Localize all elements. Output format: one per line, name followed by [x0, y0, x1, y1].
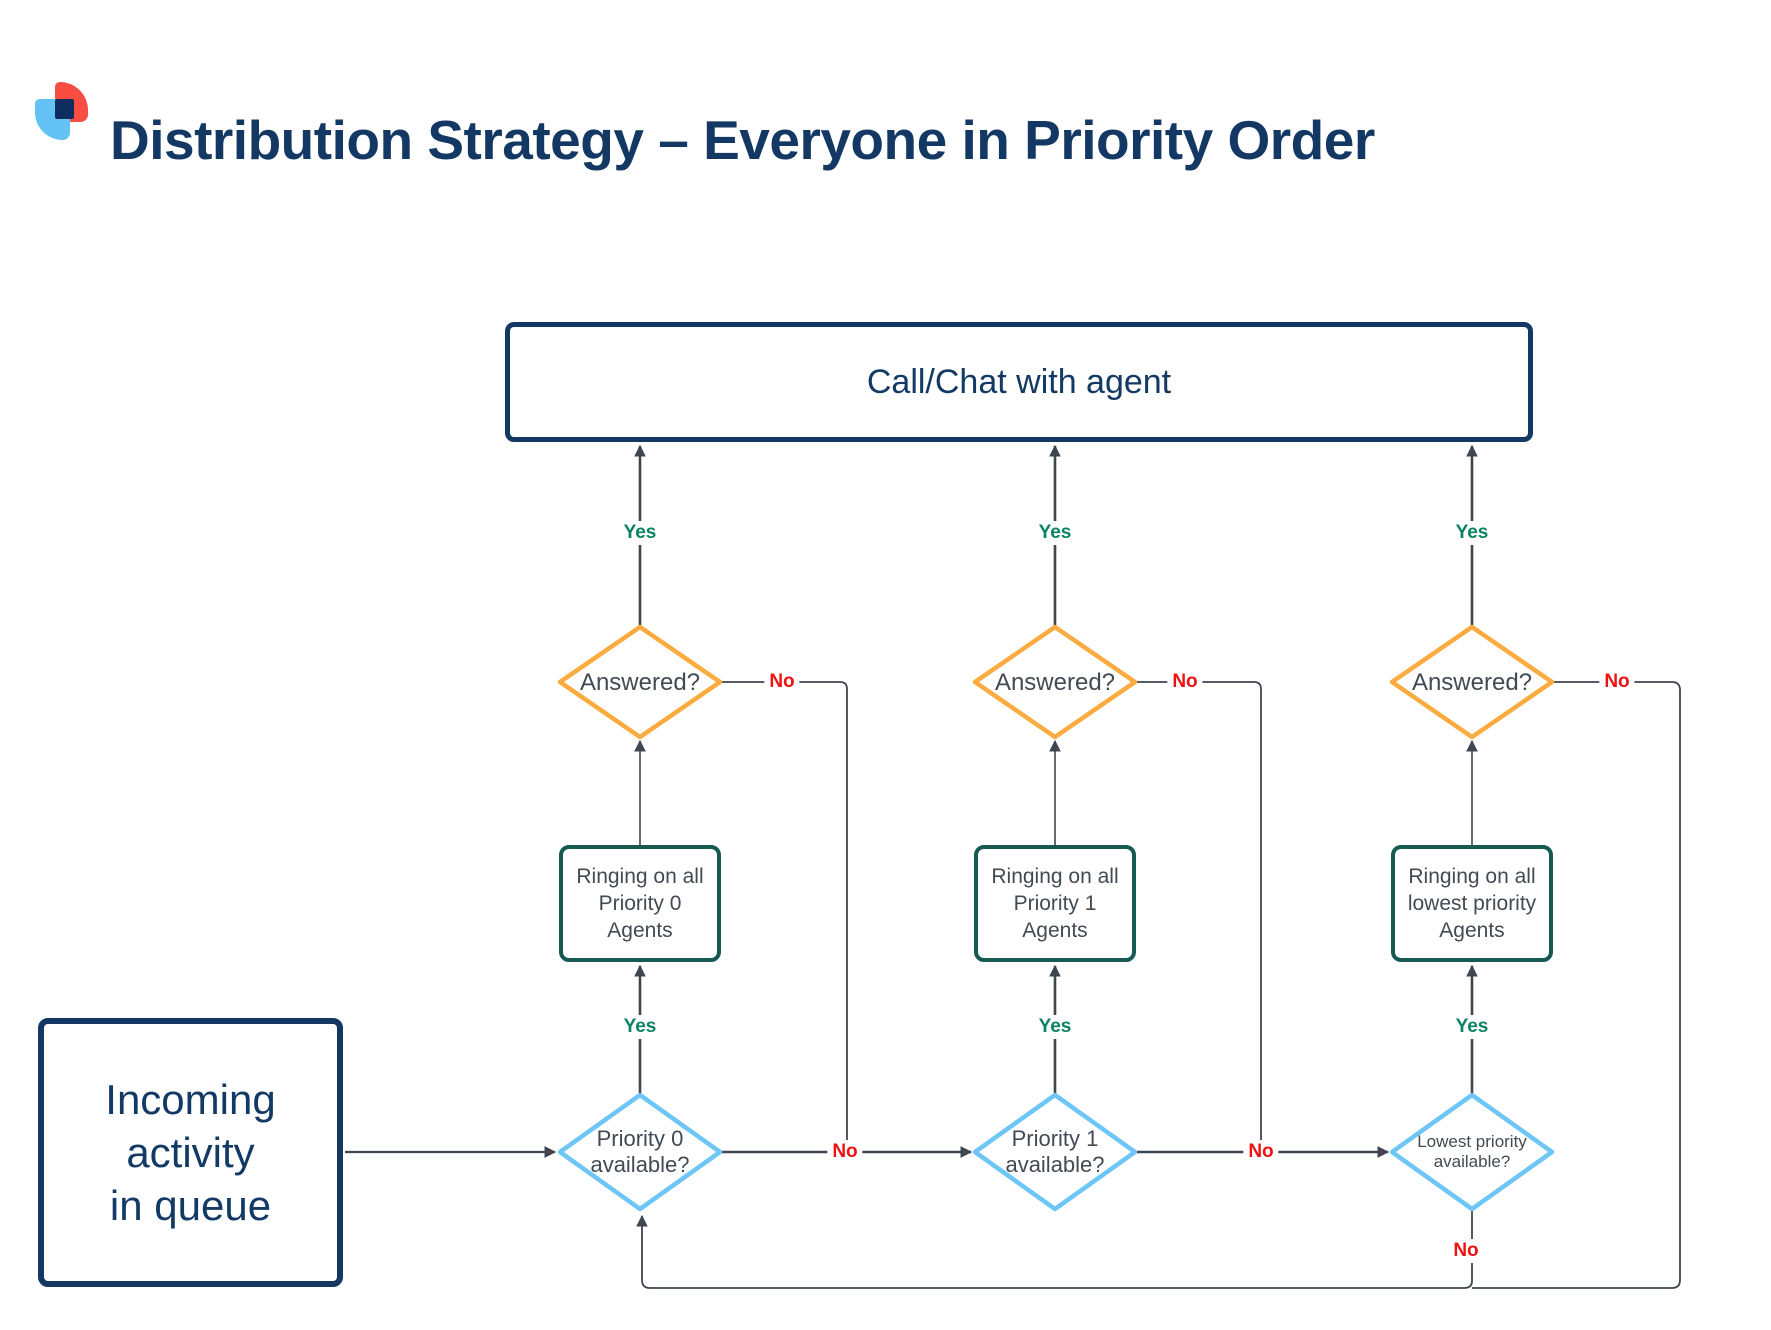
- yes-label-priority1: Yes: [1033, 1015, 1077, 1039]
- edge-answered3-no-down: [1472, 681, 1681, 1289]
- avail-line: priority: [1475, 1132, 1527, 1151]
- answered1-label: Answered?: [579, 669, 701, 696]
- no-label-lowest: No: [1448, 1239, 1484, 1263]
- ringing-line: Priority 0: [598, 892, 682, 915]
- priority0-available-diamond: [557, 1092, 723, 1212]
- lowest-available-label: Lowest priority available?: [1397, 1132, 1547, 1172]
- yes-label-answered2: Yes: [1033, 521, 1077, 545]
- ringing-line: Agents: [1022, 919, 1088, 942]
- yes-label-lowest: Yes: [1450, 1015, 1494, 1039]
- ringing-line: Ringing on all: [1408, 865, 1536, 888]
- avail-line: available?: [590, 1152, 690, 1177]
- priority1-available-label: Priority 1 available?: [980, 1126, 1130, 1178]
- priority1-available-diamond: [972, 1092, 1138, 1212]
- incoming-activity-node: Incoming activity in queue: [38, 1018, 343, 1287]
- incoming-line: Incoming: [105, 1076, 276, 1123]
- avail-line: Priority 1: [1011, 1126, 1099, 1151]
- ringing-line: Ringing on all: [991, 865, 1119, 888]
- incoming-line: in queue: [109, 1182, 272, 1229]
- lowest-available-diamond: [1389, 1092, 1555, 1212]
- no-label-answered2: No: [1167, 670, 1203, 694]
- no-label-answered1: No: [764, 670, 800, 694]
- answered2-label: Answered?: [994, 669, 1116, 696]
- no-label-answered3: No: [1599, 670, 1635, 694]
- page-title: Distribution Strategy – Everyone in Prio…: [110, 109, 1375, 171]
- ringing-line: Ringing on all: [576, 865, 704, 888]
- call-chat-node: Call/Chat with agent: [505, 322, 1533, 442]
- no-label-priority0: No: [827, 1140, 863, 1164]
- no-label-priority1: No: [1243, 1140, 1279, 1164]
- answered-diamond-1: [557, 624, 723, 740]
- avail-line: Lowest: [1417, 1132, 1472, 1151]
- priority0-available-label: Priority 0 available?: [565, 1126, 715, 1178]
- ringing-line: Priority 1: [1013, 892, 1097, 915]
- brand-logo-icon: [35, 82, 89, 140]
- yes-label-answered3: Yes: [1450, 521, 1494, 545]
- ringing-line: Agents: [1439, 919, 1505, 942]
- ringing-line: lowest priority: [1407, 892, 1537, 915]
- avail-line: available?: [1433, 1152, 1511, 1171]
- edge-answered1-no-down: [720, 681, 848, 1150]
- answered-diamond-3: [1389, 624, 1555, 740]
- answered-diamond-2: [972, 624, 1138, 740]
- incoming-line: activity: [126, 1129, 255, 1176]
- yes-label-priority0: Yes: [618, 1015, 662, 1039]
- yes-label-answered1: Yes: [618, 521, 662, 545]
- ringing-priority1-node: Ringing on all Priority 1 Agents: [974, 845, 1136, 962]
- ringing-lowest-priority-node: Ringing on all lowest priority Agents: [1391, 845, 1553, 962]
- logo-navy-square-shape: [55, 99, 74, 119]
- edge-lowest-no-loop-to-p0: [636, 1210, 1473, 1289]
- ringing-line: Agents: [607, 919, 673, 942]
- avail-line: available?: [1005, 1152, 1105, 1177]
- avail-line: Priority 0: [596, 1126, 684, 1151]
- answered3-label: Answered?: [1411, 669, 1533, 696]
- ringing-priority0-node: Ringing on all Priority 0 Agents: [559, 845, 721, 962]
- edge-answered2-no-down: [1135, 681, 1262, 1150]
- call-chat-label: Call/Chat with agent: [866, 362, 1172, 401]
